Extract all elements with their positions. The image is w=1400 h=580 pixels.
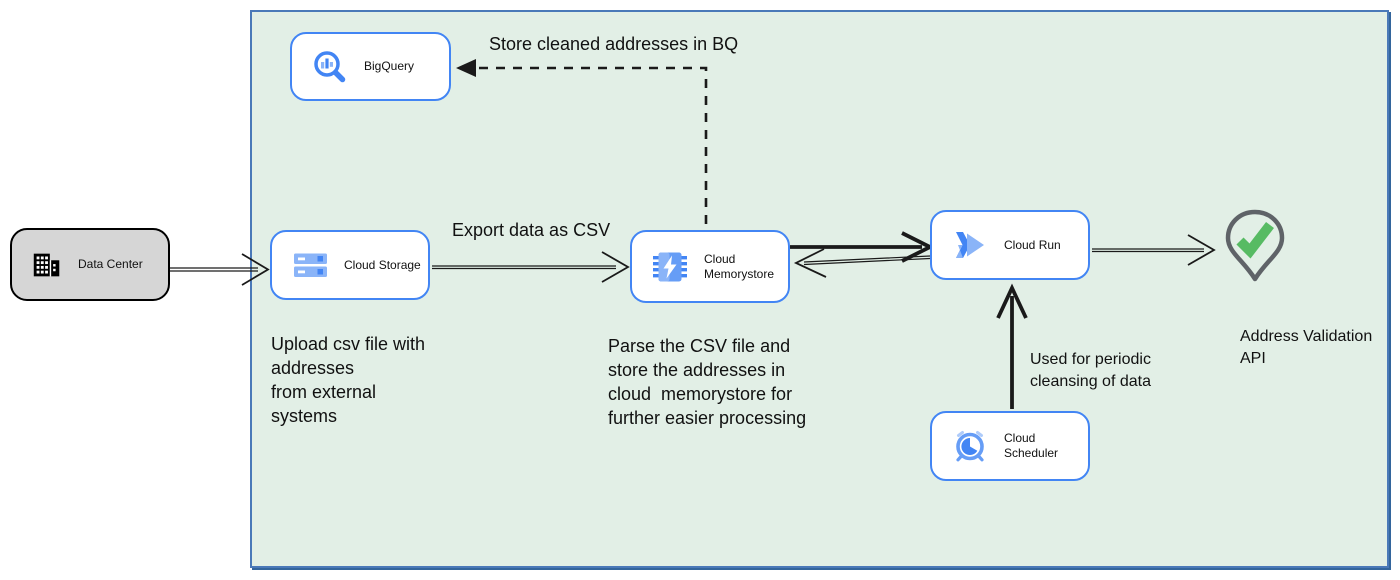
parse-note: Parse the CSV file and store the address… xyxy=(608,336,807,428)
store-bq-label: Store cleaned addresses in BQ xyxy=(489,34,739,54)
periodic-note: Used for periodic cleansing of data xyxy=(1030,351,1151,390)
cloud-scheduler-icon xyxy=(950,426,990,466)
node-cloud-storage: Cloud Storage xyxy=(270,230,430,300)
node-cloud-memorystore: Cloud Memorystore xyxy=(630,230,790,303)
bigquery-icon xyxy=(310,47,350,87)
export-csv-label: Export data as CSV xyxy=(452,220,611,240)
cloud-memorystore-icon xyxy=(650,247,690,287)
node-label: Cloud Memorystore xyxy=(704,251,775,281)
node-label: Data Center xyxy=(78,257,143,271)
address-validation-label: Address Validation API xyxy=(1240,328,1373,367)
node-label: BigQuery xyxy=(364,59,415,73)
map-pin-check-icon xyxy=(1219,208,1291,308)
node-bigquery: BigQuery xyxy=(290,32,451,101)
upload-note: Upload csv file with addresses from exte… xyxy=(271,334,426,426)
building-icon xyxy=(30,248,64,282)
node-cloud-run: Cloud Run xyxy=(930,210,1090,280)
cloud-run-icon xyxy=(950,225,990,265)
cloud-storage-icon xyxy=(290,245,330,285)
gcp-boundary-box xyxy=(250,10,1389,568)
address-validation-pin xyxy=(1219,208,1291,313)
node-label: Cloud Scheduler xyxy=(1004,431,1059,460)
node-cloud-scheduler: Cloud Scheduler xyxy=(930,411,1090,481)
node-label: Cloud Run xyxy=(1004,237,1061,252)
node-data-center: Data Center xyxy=(10,228,170,301)
node-label: Cloud Storage xyxy=(344,257,421,272)
